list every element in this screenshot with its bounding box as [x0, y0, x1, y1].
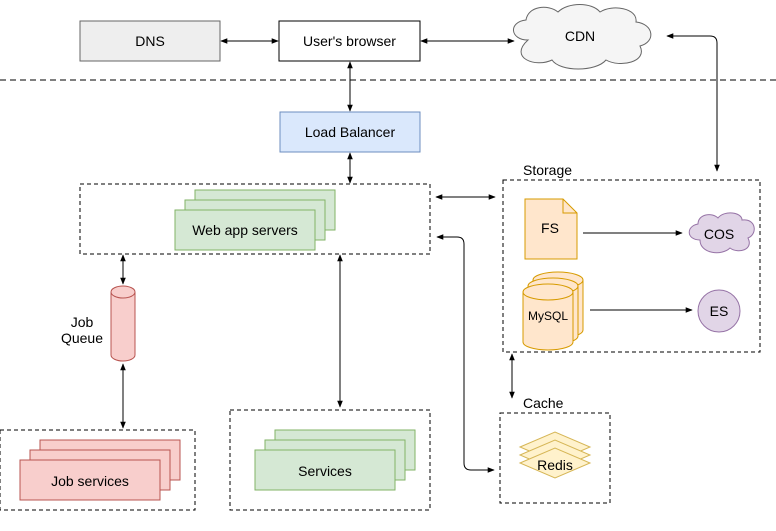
redis-node: Redis	[518, 431, 592, 479]
cdn-label: CDN	[565, 28, 595, 44]
load-balancer-node: Load Balancer	[279, 111, 421, 153]
web-app-group	[79, 183, 431, 255]
storage-group-label: Storage	[523, 162, 572, 178]
edge-webapp-cache	[436, 234, 495, 473]
storage-group	[502, 179, 761, 353]
es-node: ES	[697, 289, 741, 333]
load-balancer-label: Load Balancer	[305, 124, 396, 140]
dns-node: DNS	[79, 20, 221, 62]
job-services-group	[0, 429, 196, 511]
job-queue-node: Job Queue	[61, 285, 136, 362]
es-label: ES	[710, 303, 729, 319]
job-queue-label-line1: Job	[71, 314, 94, 330]
cos-node: COS	[688, 212, 755, 254]
fs-node: FS	[524, 198, 578, 260]
web-app-servers-node: Web app servers	[174, 189, 336, 251]
services-label: Services	[298, 463, 352, 479]
cdn-node: CDN	[513, 4, 652, 70]
redis-label: Redis	[537, 457, 573, 473]
job-services-label: Job services	[51, 473, 129, 489]
edge-cdn-storage	[666, 33, 720, 172]
mysql-node: MySQL	[522, 271, 584, 351]
job-queue-label-line2: Queue	[61, 330, 103, 346]
mysql-label: MySQL	[528, 309, 568, 323]
dns-label: DNS	[135, 33, 165, 49]
web-app-servers-label: Web app servers	[192, 222, 298, 238]
browser-label: User's browser	[303, 33, 396, 49]
fs-label: FS	[541, 220, 559, 236]
cache-group-label: Cache	[523, 395, 564, 411]
services-node: Services	[254, 429, 416, 491]
browser-node: User's browser	[278, 20, 421, 62]
cache-group	[499, 412, 611, 504]
cos-label: COS	[704, 226, 734, 242]
job-services-node: Job services	[19, 439, 181, 501]
services-group	[229, 409, 431, 511]
